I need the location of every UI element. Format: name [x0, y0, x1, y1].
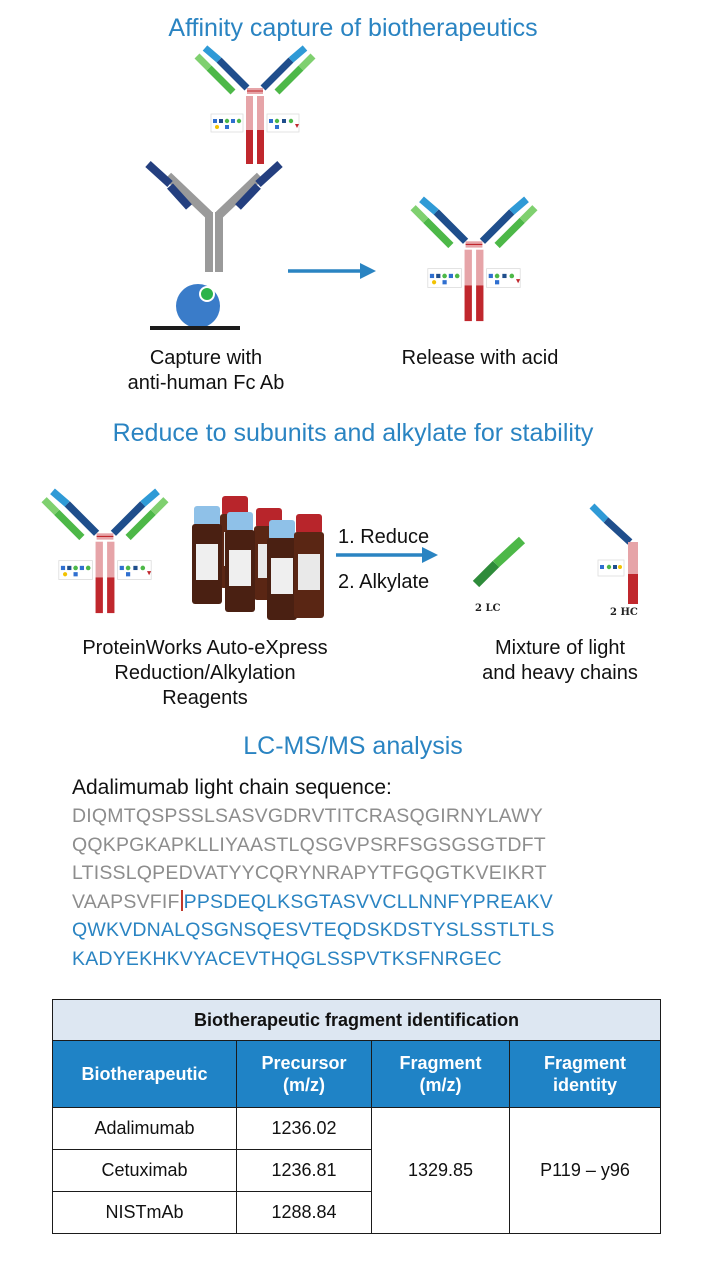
- sequence-line-2-grey: QQKPGKAPKLLIYAASTLQSGVPSRFSGSGSGTDFT: [72, 833, 546, 856]
- sequence-line-1: DIQMTQSPSSLSASVGDRVTITCRASQGIRNYLAWY: [72, 802, 555, 831]
- table-row: NISTmAb 1288.84: [52, 1191, 661, 1234]
- release-arrow-icon: [288, 263, 376, 279]
- step-reduce: 1. Reduce: [338, 526, 430, 548]
- antibody-reduction-icon: [44, 491, 166, 613]
- header-fragment-identity: Fragment identity: [509, 1040, 661, 1108]
- fragment-identity-cell: P119 – y96: [509, 1107, 661, 1234]
- cleavage-site-marker: [180, 889, 183, 911]
- table-title: Biotherapeutic fragment identification: [52, 999, 661, 1041]
- row-precursor-cell: 1236.02: [236, 1107, 372, 1150]
- section-title-reduce-alkylate: Reduce to subunits and alkylate for stab…: [112, 419, 594, 447]
- workflow-graphics: [0, 0, 638, 620]
- sequence-line-6-blue: KADYEKHKVYACEVTHQGLSSPVTKSFNRGEC: [72, 947, 502, 970]
- sequence-line-5: QWKVDNALQSGNSQESVTEQDSKDSTYSLSSTLTLS: [72, 916, 555, 945]
- row-precursor-cell: 1236.81: [236, 1149, 372, 1192]
- table-row: Cetuximab 1236.81: [52, 1149, 661, 1192]
- header-fragment-mz-line1: Fragment: [399, 1053, 482, 1073]
- capture-caption: Capture with anti-human Fc Ab: [96, 346, 316, 396]
- sequence-block: DIQMTQSPSSLSASVGDRVTITCRASQGIRNYLAWY QQK…: [72, 802, 555, 973]
- antibody-top-icon: [197, 48, 313, 164]
- header-fragment-identity-line1: Fragment: [543, 1053, 626, 1073]
- reagents-caption-line1: ProteinWorks Auto-eXpress: [82, 637, 328, 659]
- fragment-table: Biotherapeutic fragment identification B…: [52, 999, 661, 1234]
- row-precursor-cell: 1288.84: [236, 1191, 372, 1234]
- reagent-vials-icon: [192, 496, 324, 620]
- table-row: Adalimumab 1236.02 1329.85 P119 – y96: [52, 1107, 661, 1234]
- header-precursor-line1: Precursor: [261, 1053, 347, 1073]
- fragment-mz-cell: 1329.85: [371, 1107, 510, 1234]
- header-fragment-mz-line2: (m/z): [419, 1075, 462, 1095]
- light-chain-label: 2 LC: [475, 603, 501, 614]
- section-title-lcms: LC-MS/MS analysis: [243, 732, 463, 760]
- sequence-line-3-grey: LTISSLQPEDVATYYCQRYNRAPYTFGQGTKVEIKRT: [72, 862, 547, 884]
- header-fragment-mz: Fragment (m/z): [371, 1040, 510, 1108]
- row-name-cell: Cetuximab: [52, 1149, 237, 1192]
- reagents-caption-line2: Reduction/Alkylation: [114, 662, 296, 684]
- sequence-line-5-blue: QWKVDNALQSGNSQESVTEQDSKDSTYSLSSTLTLS: [72, 919, 555, 941]
- sequence-heading: Adalimumab light chain sequence:: [72, 776, 392, 799]
- heavy-chain-label: 2 HC: [610, 607, 638, 618]
- header-fragment-identity-line2: identity: [552, 1075, 617, 1095]
- sequence-line-3: LTISSLQPEDVATYYCQRYNRAPYTFGQGTKVEIKRT: [72, 859, 555, 888]
- header-precursor-line2: (m/z): [283, 1075, 325, 1095]
- sequence-line-2: QQKPGKAPKLLIYAASTLQSGVPSRFSGSGSGTDFT: [72, 831, 555, 860]
- heavy-chain-icon: [589, 503, 638, 604]
- capture-caption-line1: Capture with: [149, 347, 263, 369]
- mixture-caption-line1: Mixture of light: [494, 637, 626, 659]
- capture-caption-line2: anti-human Fc Ab: [127, 372, 285, 394]
- release-caption: Release with acid: [401, 347, 559, 369]
- row-name-cell: Adalimumab: [52, 1107, 237, 1150]
- capture-antibody-icon: [145, 161, 283, 272]
- released-antibody-icon: [413, 199, 535, 321]
- light-chain-icon: [472, 536, 526, 588]
- sequence-line-6: KADYEKHKVYACEVTHQGLSSPVTKSFNRGEC: [72, 945, 555, 974]
- section-title-affinity-capture: Affinity capture of biotherapeutics: [168, 14, 538, 42]
- sequence-line-1-grey: DIQMTQSPSSLSASVGDRVTITCRASQGIRNYLAWY: [72, 805, 543, 827]
- row-name-cell: NISTmAb: [52, 1191, 237, 1234]
- reduce-alkylate-arrow-icon: [336, 547, 438, 563]
- sequence-line-4-grey: VAAPSVFIF: [72, 890, 180, 913]
- reagents-caption: ProteinWorks Auto-eXpress Reduction/Alky…: [40, 636, 370, 711]
- step-alkylate: 2. Alkylate: [338, 571, 430, 593]
- bead-icon: [150, 284, 240, 330]
- mixture-caption: Mixture of light and heavy chains: [450, 636, 670, 686]
- sequence-line-4-blue: PPSDEQLKSGTASVVCLLNNFYPREAKV: [183, 890, 553, 913]
- header-precursor: Precursor (m/z): [236, 1040, 372, 1108]
- header-biotherapeutic: Biotherapeutic: [52, 1040, 237, 1108]
- reagents-caption-line3: Reagents: [162, 687, 248, 709]
- mixture-caption-line2: and heavy chains: [482, 662, 638, 684]
